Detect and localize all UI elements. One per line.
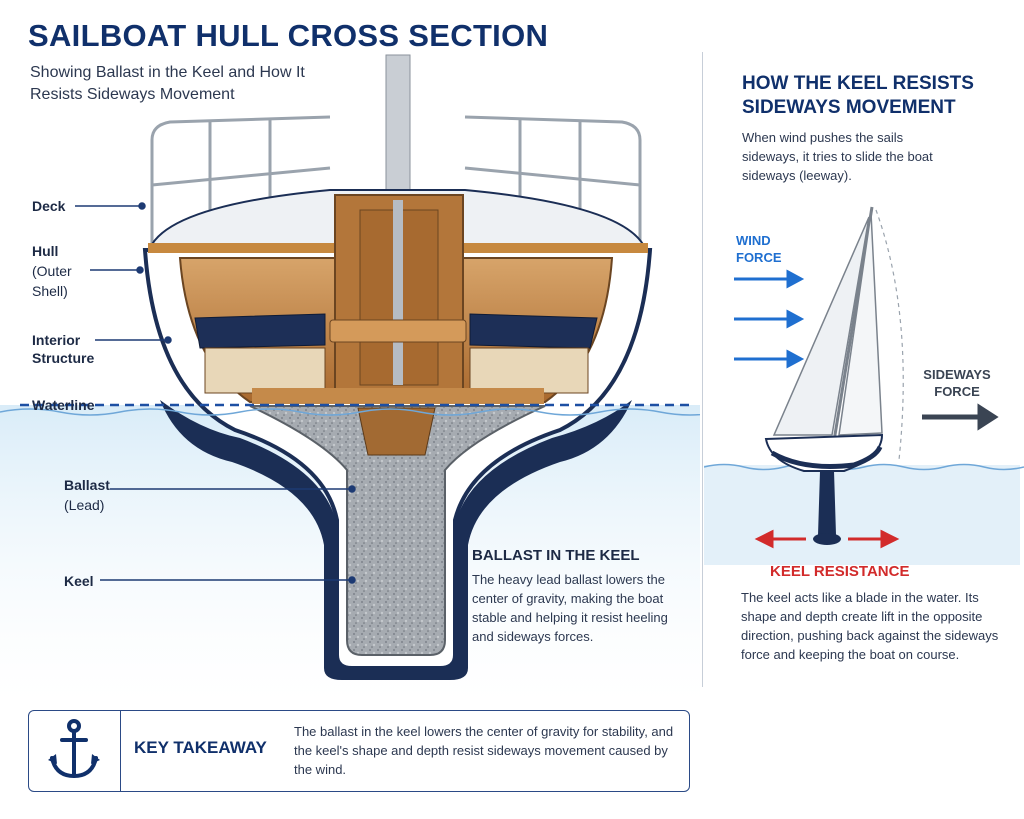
keel-bulb [813,533,841,545]
small-keel [818,471,836,535]
jib-sail [772,216,870,436]
keel-resistance-title: KEEL RESISTANCE [770,563,910,580]
ballast-section-description: The heavy lead ballast lowers the center… [472,572,668,644]
keel-resistance-arrows [754,529,900,549]
page-title: SAILBOAT HULL CROSS SECTION [28,18,549,53]
wind-arrows [734,269,805,369]
label-waterline: Waterline [32,397,95,413]
sideways-force-label: SIDEWAYS FORCE [922,366,992,400]
side-label-line2: FORCE [934,384,980,399]
label-hull-line3: Shell) [32,283,68,299]
right-water [704,465,1020,565]
settee-right [469,313,598,349]
key-takeaway-separator [120,711,121,791]
panel-divider [702,52,703,687]
right-panel-description: When wind pushes the sails sideways, it … [742,130,933,183]
ballast-section-title: BALLAST IN THE KEEL [472,547,640,564]
bilge-sump [357,407,436,456]
sideways-force-arrow [922,403,999,431]
label-interior-line2: Structure [32,350,95,366]
key-takeaway-text: The ballast in the keel lowers the cente… [294,724,674,777]
cabin-floor [252,388,544,404]
label-hull-line2: (Outer [32,263,72,279]
wind-label-line2: FORCE [736,250,782,265]
mainsail [838,212,883,436]
anchor-icon [48,719,100,779]
sailboat-force-diagram [704,206,1024,565]
cabin-table [329,319,467,343]
label-hull: Hull [32,243,59,259]
label-ballast: Ballast [64,477,110,493]
page-subtitle: Showing Ballast in the Keel and How It R… [30,64,305,103]
leader-lines [75,202,356,584]
keel-resistance-description: The keel acts like a blade in the water.… [741,590,999,662]
side-label-line1: SIDEWAYS [923,367,991,382]
right-panel-title: HOW THE KEEL RESISTS SIDEWAYS MOVEMENT [742,73,974,118]
settee-left [194,313,326,349]
key-takeaway-title: KEY TAKEAWAY [134,738,267,757]
ballast-lead [249,405,546,656]
mast [385,54,411,206]
label-ballast-line2: (Lead) [64,497,105,513]
label-deck: Deck [32,198,66,214]
label-keel: Keel [64,573,94,589]
hull-bottom-paint [160,400,632,680]
wind-label-line1: WIND [736,233,771,248]
hull-cross-section-illustration [0,54,700,700]
label-interior: Interior [32,332,81,348]
wind-force-label: WIND FORCE [736,232,782,266]
table-pole [393,200,403,385]
key-takeaway-box [28,710,690,792]
